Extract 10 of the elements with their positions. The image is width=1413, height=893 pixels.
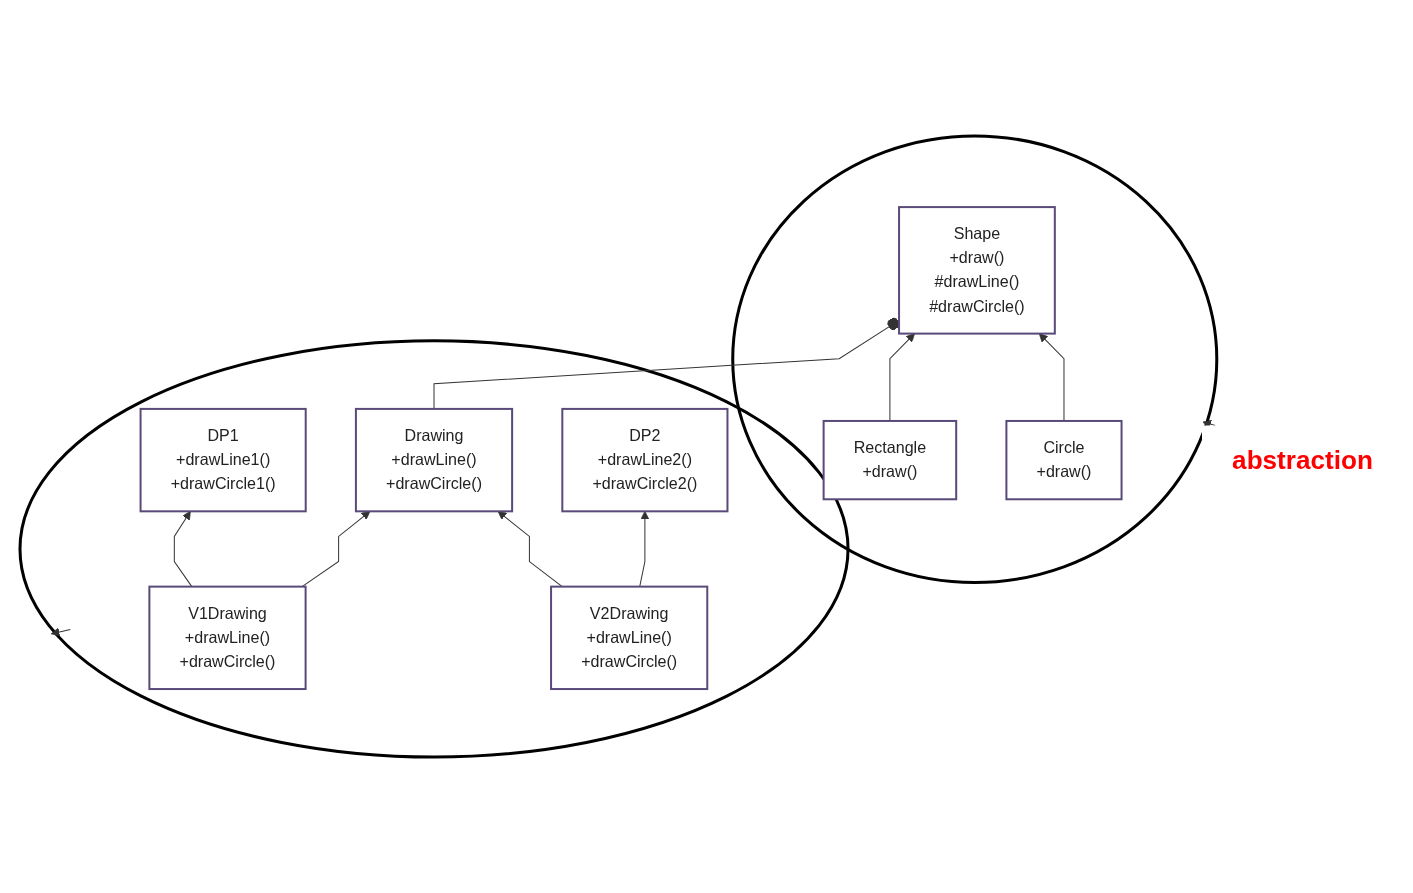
node-box: Rectangle +draw() (822, 419, 958, 501)
node-box: V1Drawing +drawLine() +drawCircle() (148, 585, 307, 691)
node-box: Shape +draw() #drawLine() #drawCircle() (898, 206, 1056, 335)
node-box: Drawing +drawLine() +drawCircle() (354, 407, 514, 513)
node-box: Circle +draw() (1005, 419, 1123, 501)
node-box: V2Drawing +drawLine() +drawCircle() (550, 585, 709, 691)
node-box: DP1 +drawLine1() +drawCircle1() (139, 407, 307, 513)
arrow (50, 627, 71, 637)
node-text: abstraction (1232, 444, 1373, 475)
node-box: DP2 +drawLine2() +drawCircle2() (561, 407, 729, 513)
